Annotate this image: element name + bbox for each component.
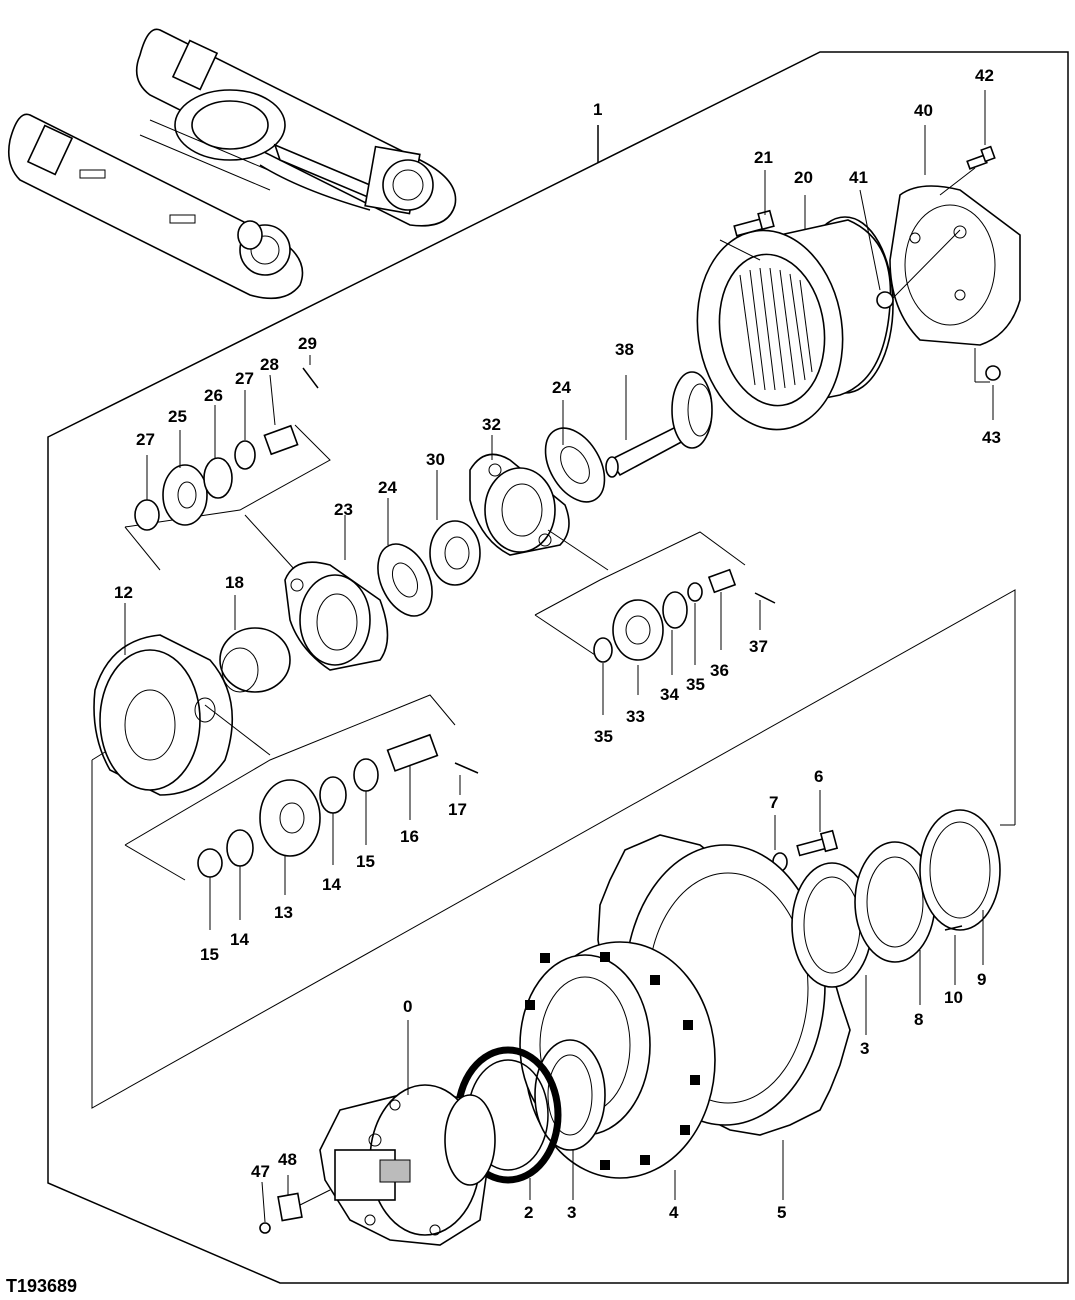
callout-24: 24 [378,478,397,497]
planetary-carrier-12 [93,634,234,796]
callout-15b: 15 [200,945,219,964]
callout-35b: 35 [594,727,613,746]
callout-12: 12 [114,583,133,602]
travel-motor-0 [319,1084,496,1246]
callout-16: 16 [400,827,419,846]
cap-screw-21 [733,209,775,237]
callout-34: 34 [660,685,679,704]
callout-13: 13 [274,903,293,922]
thrust-washer-24-lower [377,543,433,617]
thrust-washer-24-upper [544,427,606,503]
callout-29: 29 [298,334,317,353]
callout-27b: 27 [136,430,155,449]
callout-2: 2 [524,1203,533,1222]
callout-25: 25 [168,407,187,426]
cover [889,185,1021,346]
callout-18: 18 [225,573,244,592]
crawler-undercarriage-illustration [7,28,457,300]
callout-24b: 24 [552,378,571,397]
planet-group-box-right [534,531,746,616]
bearing-30 [429,520,481,586]
callout-17: 17 [448,800,467,819]
callout-8: 8 [914,1010,923,1029]
callout-38: 38 [615,340,634,359]
callout-3b: 3 [860,1039,869,1058]
bearing-3-lower [534,1039,606,1151]
callout-23: 23 [334,500,353,519]
callout-1: 1 [593,100,602,119]
figure-id: T193689 [6,1276,77,1296]
callout-14: 14 [322,875,341,894]
sun-gear-18 [219,627,291,693]
assembly-leader-left [91,589,1016,1109]
callout-32: 32 [482,415,501,434]
cover-ring-9 [919,809,1001,931]
callout-21: 21 [754,148,773,167]
name-plate-48 [277,1192,303,1222]
callout-30: 30 [426,450,445,469]
callout-3: 3 [567,1203,576,1222]
callout-26: 26 [204,386,223,405]
callout-10: 10 [944,988,963,1007]
propeller-shaft-38 [605,371,713,478]
callout-0: 0 [403,997,412,1016]
callout-labels: 0 1 2 3 3 3 4 5 6 7 8 9 10 12 13 14 14 1… [114,66,1001,1222]
ring-gear-assembly [696,145,1021,431]
second-carrier-32 [469,453,570,556]
callout-35: 35 [686,675,705,694]
callout-41: 41 [849,168,868,187]
planet-group-box-lower [124,694,456,846]
callout-48: 48 [278,1150,297,1169]
callout-42: 42 [975,66,994,85]
callout-5: 5 [777,1203,786,1222]
callout-43: 43 [982,428,1001,447]
callout-14b: 14 [230,930,249,949]
callout-20: 20 [794,168,813,187]
callout-40: 40 [914,101,933,120]
callout-7: 7 [769,793,778,812]
bolt-6 [796,829,839,857]
callout-4: 4 [669,1203,679,1222]
callout-47: 47 [251,1162,270,1181]
callout-33: 33 [626,707,645,726]
callout-6: 6 [814,767,823,786]
callout-9: 9 [977,970,986,989]
callout-27: 27 [235,369,254,388]
callout-36: 36 [710,661,729,680]
callout-37: 37 [749,637,768,656]
assembly-frame [47,51,1069,1284]
callout-15: 15 [356,852,375,871]
callout-28: 28 [260,355,279,374]
planetary-carrier-23 [284,561,389,671]
